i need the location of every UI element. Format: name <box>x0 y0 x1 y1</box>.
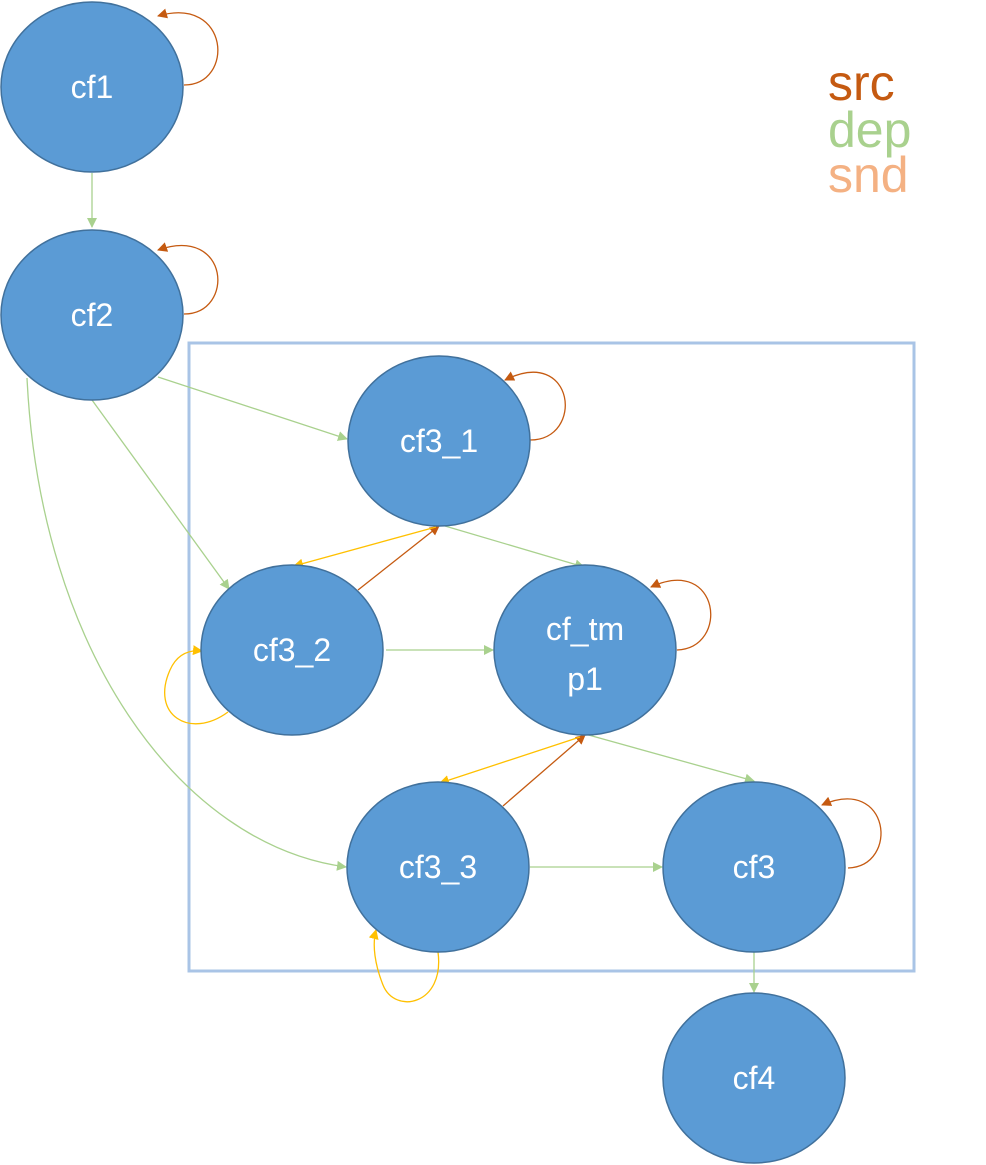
node-cf4[interactable]: cf4 <box>662 992 846 1164</box>
self-loop-cf3_1 <box>504 371 566 441</box>
group-box <box>187 341 916 973</box>
node-label: cf3_3 <box>399 849 477 885</box>
edge-cf2-cf3_2 <box>91 399 230 590</box>
self-loop-cf3_2 <box>164 645 229 725</box>
edge-snd-cf3_1-cf3_2 <box>293 526 437 569</box>
legend: src dep snd <box>828 55 911 203</box>
node-cf3_3[interactable]: cf3_3 <box>346 781 530 953</box>
node-cf_tmp1[interactable]: cf_tm p1 <box>493 564 677 736</box>
edge-src-cf3_3-cf_tmp1 <box>502 734 586 807</box>
node-cf3_2[interactable]: cf3_2 <box>200 564 384 736</box>
edge-snd-cf_tmp1-cf3_3 <box>439 736 581 785</box>
node-label: cf4 <box>733 1060 776 1096</box>
edges-layer <box>26 8 882 1003</box>
nodes-layer: cf1 cf2 cf3_1 cf3_2 cf_tm p1 cf3_3 cf3 <box>0 1 846 1164</box>
node-label: cf3_1 <box>400 423 478 459</box>
self-loop-cf3 <box>821 796 882 869</box>
node-cf2[interactable]: cf2 <box>0 229 184 401</box>
self-loop-cf2 <box>157 242 219 315</box>
legend-src: src <box>828 55 895 111</box>
node-label: cf3_2 <box>253 632 331 668</box>
node-cf1[interactable]: cf1 <box>0 1 184 173</box>
edge-cf2-cf3_1 <box>157 376 348 441</box>
node-label: cf3 <box>733 849 776 885</box>
edge-cf_tmp1-cf3 <box>584 733 755 784</box>
self-loop-cf1 <box>157 8 219 86</box>
node-label: cf1 <box>71 69 114 105</box>
self-loop-cf3_3 <box>368 929 440 1003</box>
edge-cf2-cf3_3 <box>26 377 347 871</box>
node-cf3[interactable]: cf3 <box>662 781 846 953</box>
legend-snd: snd <box>828 147 909 203</box>
edge-cf3_1-cf_tmp1 <box>444 525 585 570</box>
legend-dep: dep <box>828 102 911 158</box>
self-loop-cf_tmp1 <box>650 578 712 651</box>
node-cf3_1[interactable]: cf3_1 <box>347 355 531 527</box>
node-label-line-1: cf_tm <box>546 611 624 647</box>
node-label-line-2: p1 <box>567 661 603 697</box>
node-label: cf2 <box>71 297 114 333</box>
edge-src-cf3_2-cf3_1 <box>357 525 440 591</box>
